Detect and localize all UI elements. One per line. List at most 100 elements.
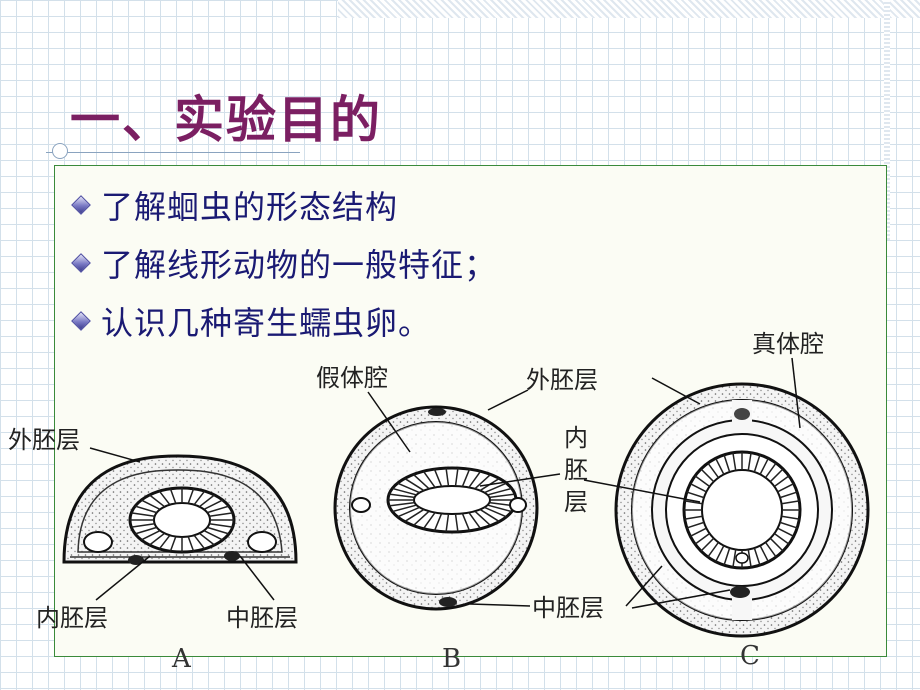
endoderm-cell-line: [732, 452, 737, 471]
endoderm-cell-line: [487, 504, 512, 513]
endoderm-cell-line: [689, 527, 707, 537]
endoderm-cell-line: [715, 457, 725, 475]
right-decorative-bar: [884, 0, 890, 240]
panel-b-diagram: [333, 389, 561, 611]
label-endoderm-a: 内胚层: [36, 604, 108, 632]
endoderm-cell-line: [759, 457, 769, 475]
endoderm-cell-line: [203, 529, 223, 541]
endoderm-cell-line: [131, 512, 155, 517]
endoderm-cell-line: [781, 500, 800, 505]
bullet-text: 了解蛔虫的形态结构: [101, 188, 399, 226]
endoderm-cell-line: [781, 515, 800, 520]
endoderm-cell-line: [209, 523, 233, 528]
endoderm-cell-line: [769, 468, 784, 483]
list-item: 了解线形动物的一般特征；: [66, 234, 497, 292]
endoderm-cell-line: [397, 482, 420, 494]
endoderm-cell-line: [392, 487, 417, 496]
endoderm-cell-line: [773, 475, 790, 488]
endoderm-cell-line: [209, 512, 233, 517]
endoderm-cell-line: [723, 547, 731, 566]
endoderm-cell-line: [700, 468, 715, 483]
endoderm-cell-line: [388, 501, 415, 507]
endoderm-cell-line: [187, 488, 195, 504]
endoderm-cell-line: [207, 526, 230, 535]
endoderm-cell-line: [397, 506, 420, 518]
endoderm-cell-line: [479, 508, 500, 523]
label-endoderm-vertical-3: 层: [564, 488, 588, 516]
list-item: 了解蛔虫的形态结构: [66, 176, 497, 234]
endoderm-cell-line: [700, 537, 715, 552]
endoderm-cell-line: [388, 493, 415, 499]
endoderm-cell-line: [454, 468, 459, 487]
endoderm-cell-line: [454, 513, 459, 532]
label-endoderm-vertical-2: 胚: [564, 456, 588, 484]
endoderm-cell-line: [689, 483, 707, 493]
label-mesoderm-a: 中胚层: [226, 604, 298, 632]
endoderm-cell-line: [484, 482, 507, 494]
endoderm-cell-line: [193, 490, 206, 506]
endoderm-cell-line: [723, 454, 731, 473]
endoderm-cell-line: [445, 468, 450, 487]
endoderm-cell-line: [134, 505, 157, 514]
endoderm-cell-line: [686, 521, 705, 529]
endoderm-cell-line: [131, 523, 155, 528]
endoderm-cell-line: [777, 483, 795, 493]
list-item: 认识几种寄生蠕虫卵。: [66, 292, 497, 350]
endoderm-cell-line: [759, 545, 769, 563]
endoderm-cell-line: [461, 468, 471, 487]
endoderm-cell-line: [474, 473, 492, 490]
slide-title: 一、实验目的: [70, 91, 382, 149]
endoderm-cell-line: [412, 510, 430, 527]
endoderm-cell-line: [686, 491, 705, 499]
endoderm-cell-line: [468, 512, 482, 530]
endoderm-cell-line: [422, 470, 436, 488]
bullet-text: 认识几种寄生蠕虫卵。: [101, 304, 432, 342]
endoderm-cell-line: [777, 527, 795, 537]
endoderm-cell-line: [198, 532, 215, 546]
panel-c-diagram: [583, 357, 870, 638]
endoderm-cell-line: [193, 534, 206, 550]
endoderm-cell-line: [158, 534, 171, 550]
endoderm-cell-line: [484, 506, 507, 518]
endoderm-cell-line: [445, 513, 450, 532]
endoderm-cell-line: [404, 477, 425, 492]
endoderm-cell-line: [732, 549, 737, 568]
endoderm-cell-line: [769, 537, 784, 552]
endoderm-cell-line: [684, 500, 703, 505]
endoderm-cell-line: [169, 488, 177, 504]
endoderm-cell-line: [198, 494, 215, 508]
endoderm-cell-line: [715, 545, 725, 563]
endoderm-cell-line: [489, 493, 516, 499]
endoderm-cell-line: [149, 532, 166, 546]
endoderm-cell-line: [779, 491, 798, 499]
endoderm-cell-line: [134, 526, 157, 535]
endoderm-cell-line: [158, 490, 171, 506]
label-endoderm-vertical-1: 内: [564, 424, 588, 452]
panel-label-a: A: [171, 644, 192, 674]
endoderm-cell-line: [404, 508, 425, 523]
endoderm-cell-line: [684, 515, 703, 520]
endoderm-cell-line: [694, 475, 711, 488]
endoderm-cell-line: [764, 541, 777, 558]
endoderm-cell-line: [433, 468, 443, 487]
endoderm-cell-line: [779, 521, 798, 529]
label-ectoderm-a: 外胚层: [8, 426, 80, 454]
title-underline: [46, 152, 300, 153]
endoderm-cell-line: [707, 541, 720, 558]
endoderm-cell-line: [169, 536, 177, 552]
label-mesoderm-bc: 中胚层: [532, 594, 604, 622]
endoderm-cell-line: [149, 494, 166, 508]
endoderm-cell-line: [773, 532, 790, 545]
endoderm-cell-line: [433, 513, 443, 532]
label-true-coelom: 真体腔: [752, 330, 824, 358]
top-decorative-band: [338, 0, 920, 18]
endoderm-cell-line: [207, 505, 230, 514]
endoderm-cell-line: [694, 532, 711, 545]
label-ectoderm-b: 外胚层: [526, 366, 598, 394]
endoderm-cell-line: [392, 504, 417, 513]
endoderm-cell-line: [764, 462, 777, 479]
bullet-text: 了解线形动物的一般特征；: [101, 246, 498, 284]
endoderm-cell-line: [468, 470, 482, 488]
endoderm-cell-line: [747, 549, 752, 568]
